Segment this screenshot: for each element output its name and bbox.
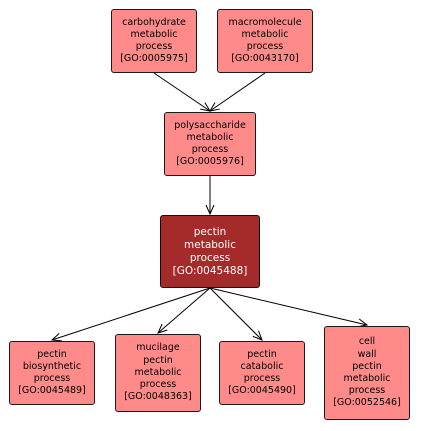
node-go-id: [GO:0005975] <box>120 53 188 65</box>
go-node-macromolecule-metabolic-process[interactable]: macromolecule metabolic process [GO:0043… <box>217 9 313 73</box>
node-line: pectin <box>37 348 67 360</box>
edge-line <box>51 287 211 341</box>
node-line: process <box>139 379 177 391</box>
edge-line <box>157 287 211 334</box>
node-go-id: [GO:0052546] <box>333 397 401 409</box>
edge-arrowhead <box>205 204 215 216</box>
node-line: metabolic <box>184 238 236 251</box>
node-line: process <box>243 373 281 384</box>
node-line: process <box>135 41 173 52</box>
edge-line <box>209 287 368 326</box>
edge-line <box>209 287 263 341</box>
edge-arrowhead <box>157 323 168 334</box>
node-line: mucilage <box>136 342 180 354</box>
go-node-mucilage-pectin-metabolic-process[interactable]: mucilage pectin metabolic process [GO:00… <box>115 334 201 412</box>
node-line: cell <box>358 336 376 348</box>
edge-arrowhead <box>252 330 263 341</box>
node-go-id: [GO:0043170] <box>231 53 299 65</box>
node-line: process <box>189 251 231 264</box>
go-node-polysaccharide-metabolic-process[interactable]: polysaccharide metabolic process [GO:000… <box>164 112 256 176</box>
node-line: metabolic <box>134 366 182 378</box>
node-line: pectin <box>247 348 277 360</box>
node-line: pectin <box>193 225 227 238</box>
node-line: process <box>191 144 229 155</box>
node-line: metabolic <box>186 131 234 143</box>
node-go-id: [GO:0005976] <box>176 156 244 168</box>
node-line: macromolecule <box>228 16 302 28</box>
node-go-id: [GO:0045489] <box>18 385 86 397</box>
node-line: wall <box>357 348 377 360</box>
node-line: metabolic <box>241 28 289 40</box>
edge-line <box>209 72 266 112</box>
edge-arrowhead <box>208 102 220 112</box>
go-node-pectin-biosynthetic-process[interactable]: pectin biosynthetic process [GO:0045489] <box>9 341 95 405</box>
edge-line <box>153 72 211 112</box>
node-line: process <box>33 373 71 384</box>
node-line: polysaccharide <box>174 119 246 131</box>
node-go-id: [GO:0045490] <box>228 385 296 397</box>
node-go-id: [GO:0045488] <box>172 264 248 277</box>
node-line: catabolic <box>240 360 284 372</box>
go-node-pectin-metabolic-process[interactable]: pectin metabolic process [GO:0045488] <box>160 215 260 288</box>
edge-arrowhead <box>50 332 62 342</box>
node-line: carbohydrate <box>122 16 186 28</box>
node-line: pectin <box>143 354 173 366</box>
node-line: biosynthetic <box>22 360 82 372</box>
go-node-carbohydrate-metabolic-process[interactable]: carbohydrate metabolic process [GO:00059… <box>111 9 197 73</box>
node-go-id: [GO:0048363] <box>124 391 192 403</box>
node-line: process <box>348 385 386 397</box>
node-line: metabolic <box>343 373 391 384</box>
node-line: pectin <box>352 360 382 372</box>
node-line: metabolic <box>130 28 178 40</box>
go-node-cell-wall-pectin-metabolic-process[interactable]: cell wall pectin metabolic process [GO:0… <box>324 326 410 420</box>
node-line: process <box>246 41 284 52</box>
go-node-pectin-catabolic-process[interactable]: pectin catabolic process [GO:0045490] <box>219 341 305 405</box>
